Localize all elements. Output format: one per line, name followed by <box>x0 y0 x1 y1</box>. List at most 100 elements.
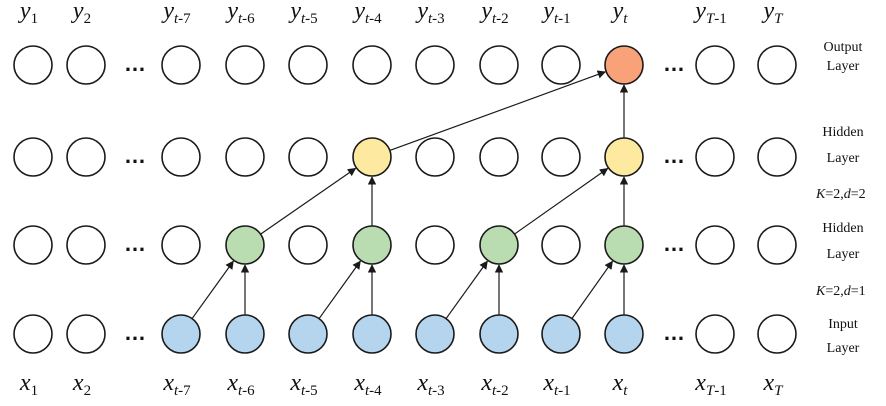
input-node-t-4 <box>352 314 392 354</box>
hidden2-node-t-4 <box>352 137 392 177</box>
input-node-t-1 <box>541 314 581 354</box>
edge-input-t-3-to-hidden1-t-2 <box>445 260 488 319</box>
input-node-1 <box>13 314 53 354</box>
input-node-t-6 <box>225 314 265 354</box>
hidden1-node-t-1 <box>541 225 581 265</box>
hidden1-layer-label-line2: Layer <box>827 247 860 262</box>
hidden1-node-1 <box>13 225 53 265</box>
output-node-2 <box>66 45 106 85</box>
edge-input-t-7-to-hidden1-t-6 <box>191 260 234 319</box>
input-layer-label-line2: Layer <box>827 341 860 356</box>
x-label-T-1: xT-1 <box>694 370 727 399</box>
edge-hidden2-t-4-to-output-t <box>389 70 607 152</box>
hidden2-node-t-7 <box>161 137 201 177</box>
x-label-t-5: xt-5 <box>289 370 317 399</box>
hidden1-node-t-3 <box>415 225 455 265</box>
hidden1-node-t-6 <box>225 225 265 265</box>
x-label-t-2: xt-2 <box>480 370 508 399</box>
edge-input-t-5-to-hidden1-t-4 <box>318 260 361 319</box>
input-node-t <box>604 314 644 354</box>
output-node-t-4 <box>352 45 392 85</box>
y-label-t-5: yt-5 <box>288 0 317 27</box>
input-ellipsis-2: … <box>663 320 685 345</box>
hidden2-node-1 <box>13 137 53 177</box>
y-label-t-4: yt-4 <box>352 0 382 27</box>
hidden2-node-T-1 <box>695 137 735 177</box>
output-node-t-7 <box>161 45 201 85</box>
hidden2-node-2 <box>66 137 106 177</box>
x-label-2: x2 <box>72 370 91 399</box>
hidden1-node-t <box>604 225 644 265</box>
input-node-2 <box>66 314 106 354</box>
x-label-t: xt <box>612 370 629 399</box>
output-node-t-5 <box>288 45 328 85</box>
hidden2-node-T <box>757 137 797 177</box>
input-node-t-3 <box>415 314 455 354</box>
hidden2-node-t-3 <box>415 137 455 177</box>
lower-eq2: =1 <box>851 284 866 299</box>
x-label-t-6: xt-6 <box>226 370 255 399</box>
nodes: …………………… <box>13 45 797 354</box>
edge-hidden1-t-2-to-hidden2-t <box>514 168 609 235</box>
input-node-t-2 <box>479 314 519 354</box>
hidden2-layer-label-line1: Hidden <box>822 125 863 140</box>
input-layer-label-line1: Input <box>828 317 858 332</box>
y-label-1: y1 <box>18 0 38 27</box>
hidden2-node-t-5 <box>288 137 328 177</box>
output-node-T-1 <box>695 45 735 85</box>
upper-eq1: =2, <box>825 187 843 202</box>
output-node-t-1 <box>541 45 581 85</box>
edge-hidden1-t-6-to-hidden2-t-4 <box>260 167 357 235</box>
edges <box>191 70 629 319</box>
hidden1-node-T <box>757 225 797 265</box>
y-label-t-3: yt-3 <box>415 0 444 27</box>
y-label-t: yt <box>611 0 629 27</box>
x-label-T: xT <box>763 370 785 399</box>
output-node-t <box>604 45 644 85</box>
output-node-1 <box>13 45 53 85</box>
hidden1-ellipsis-1: … <box>124 231 146 256</box>
y-label-T: yT <box>762 0 785 27</box>
lower-eq1: =2, <box>825 284 843 299</box>
output-node-t-3 <box>415 45 455 85</box>
hidden1-node-t-5 <box>288 225 328 265</box>
hidden2-ellipsis-1: … <box>124 143 146 168</box>
upper-dilation-label: K=2,d=2 <box>815 187 866 202</box>
output-layer-label-line1: Output <box>824 40 863 55</box>
hidden1-node-t-7 <box>161 225 201 265</box>
hidden2-node-t-1 <box>541 137 581 177</box>
hidden1-ellipsis-2: … <box>663 231 685 256</box>
x-label-t-1: xt-1 <box>542 370 570 399</box>
hidden2-node-t-6 <box>225 137 265 177</box>
hidden1-node-2 <box>66 225 106 265</box>
output-node-t-2 <box>479 45 519 85</box>
hidden1-node-T-1 <box>695 225 735 265</box>
hidden2-node-t <box>604 137 644 177</box>
lower-k: K <box>815 284 826 299</box>
input-node-t-7 <box>161 314 201 354</box>
input-node-T <box>757 314 797 354</box>
y-label-2: y2 <box>71 0 91 27</box>
output-layer-label-line2: Layer <box>827 59 860 74</box>
output-ellipsis-2: … <box>663 51 685 76</box>
output-ellipsis-1: … <box>124 51 146 76</box>
upper-k: K <box>815 187 826 202</box>
x-label-1: x1 <box>19 370 38 399</box>
hidden1-node-t-2 <box>479 225 519 265</box>
hidden2-ellipsis-2: … <box>663 143 685 168</box>
x-label-t-7: xt-7 <box>162 370 191 399</box>
y-label-t-1: yt-1 <box>541 0 570 27</box>
lower-dilation-label: K=2,d=1 <box>815 284 866 299</box>
edge-input-t-1-to-hidden1-t <box>571 260 613 319</box>
x-label-t-3: xt-3 <box>416 370 444 399</box>
y-label-T-1: yT-1 <box>693 0 727 27</box>
x-label-t-4: xt-4 <box>353 370 382 399</box>
output-node-T <box>757 45 797 85</box>
hidden2-layer-label-line2: Layer <box>827 151 860 166</box>
hidden1-layer-label-line1: Hidden <box>822 221 863 236</box>
upper-eq2: =2 <box>851 187 866 202</box>
labels: Output Layer Hidden Layer K=2,d=2 Hidden… <box>815 40 866 356</box>
y-label-t-2: yt-2 <box>479 0 508 27</box>
output-node-t-6 <box>225 45 265 85</box>
